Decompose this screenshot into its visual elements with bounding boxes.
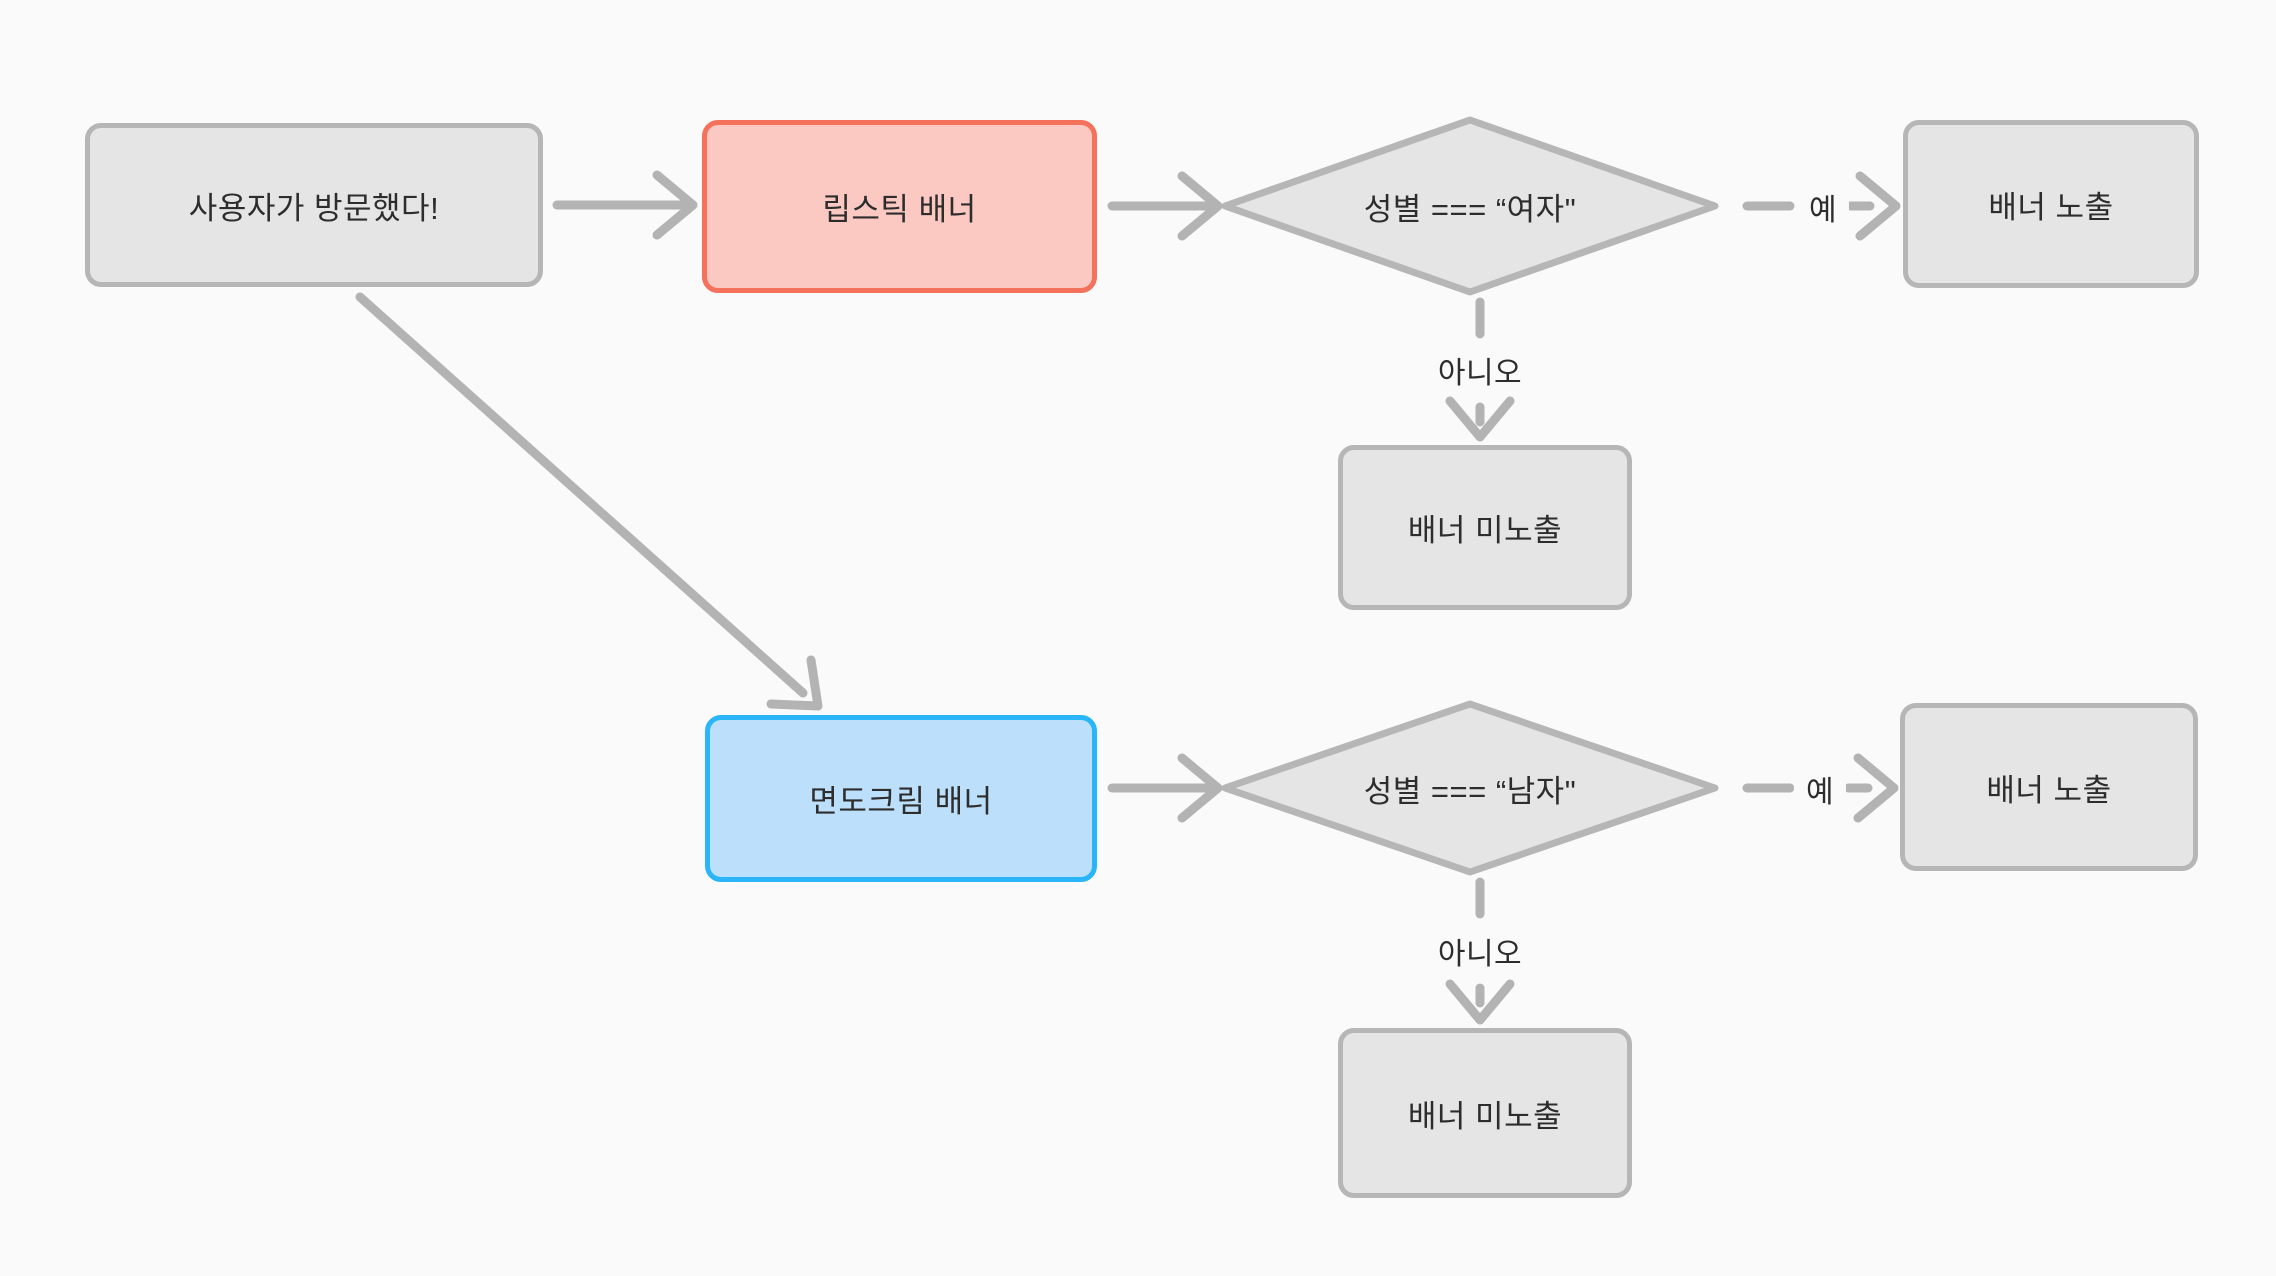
edge-label-no-male: 아니오 [1425, 927, 1535, 975]
node-banner-shown-male: 배너 노출 [1900, 703, 2198, 871]
arrowhead-start-to-shaving [766, 655, 823, 711]
edge-start-to-shaving [355, 292, 808, 698]
node-lipstick-banner: 립스틱 배너 [702, 120, 1097, 293]
edge-label-yes-female: 예 [1796, 183, 1850, 231]
edge-label-no-female: 아니오 [1425, 346, 1535, 394]
node-banner-hidden-male: 배너 미노출 [1338, 1028, 1632, 1198]
arrowhead-decision-female-yes [1855, 171, 1901, 241]
arrowhead-shaving-to-decision-male [1177, 753, 1223, 823]
node-banner-shown-female: 배너 노출 [1903, 120, 2199, 288]
node-banner-hidden-female: 배너 미노출 [1338, 445, 1632, 610]
decision-gender-female-label: 성별 === “여자" [1363, 191, 1577, 227]
arrowhead-decision-male-no [1445, 979, 1515, 1025]
decision-gender-male-diamond [1221, 700, 1719, 876]
node-shaving-cream-banner: 면도크림 배너 [705, 715, 1097, 882]
decision-gender-male-label: 성별 === “남자" [1363, 773, 1577, 809]
arrowhead-lipstick-to-decision-female [1177, 171, 1223, 241]
arrowhead-start-to-lipstick [652, 170, 698, 240]
decision-gender-female-diamond [1221, 116, 1719, 296]
arrowhead-decision-male-yes [1853, 753, 1899, 823]
edge-label-yes-male: 예 [1793, 765, 1847, 813]
node-user-visited: 사용자가 방문했다! [85, 123, 543, 287]
arrowhead-decision-female-no [1445, 396, 1515, 442]
